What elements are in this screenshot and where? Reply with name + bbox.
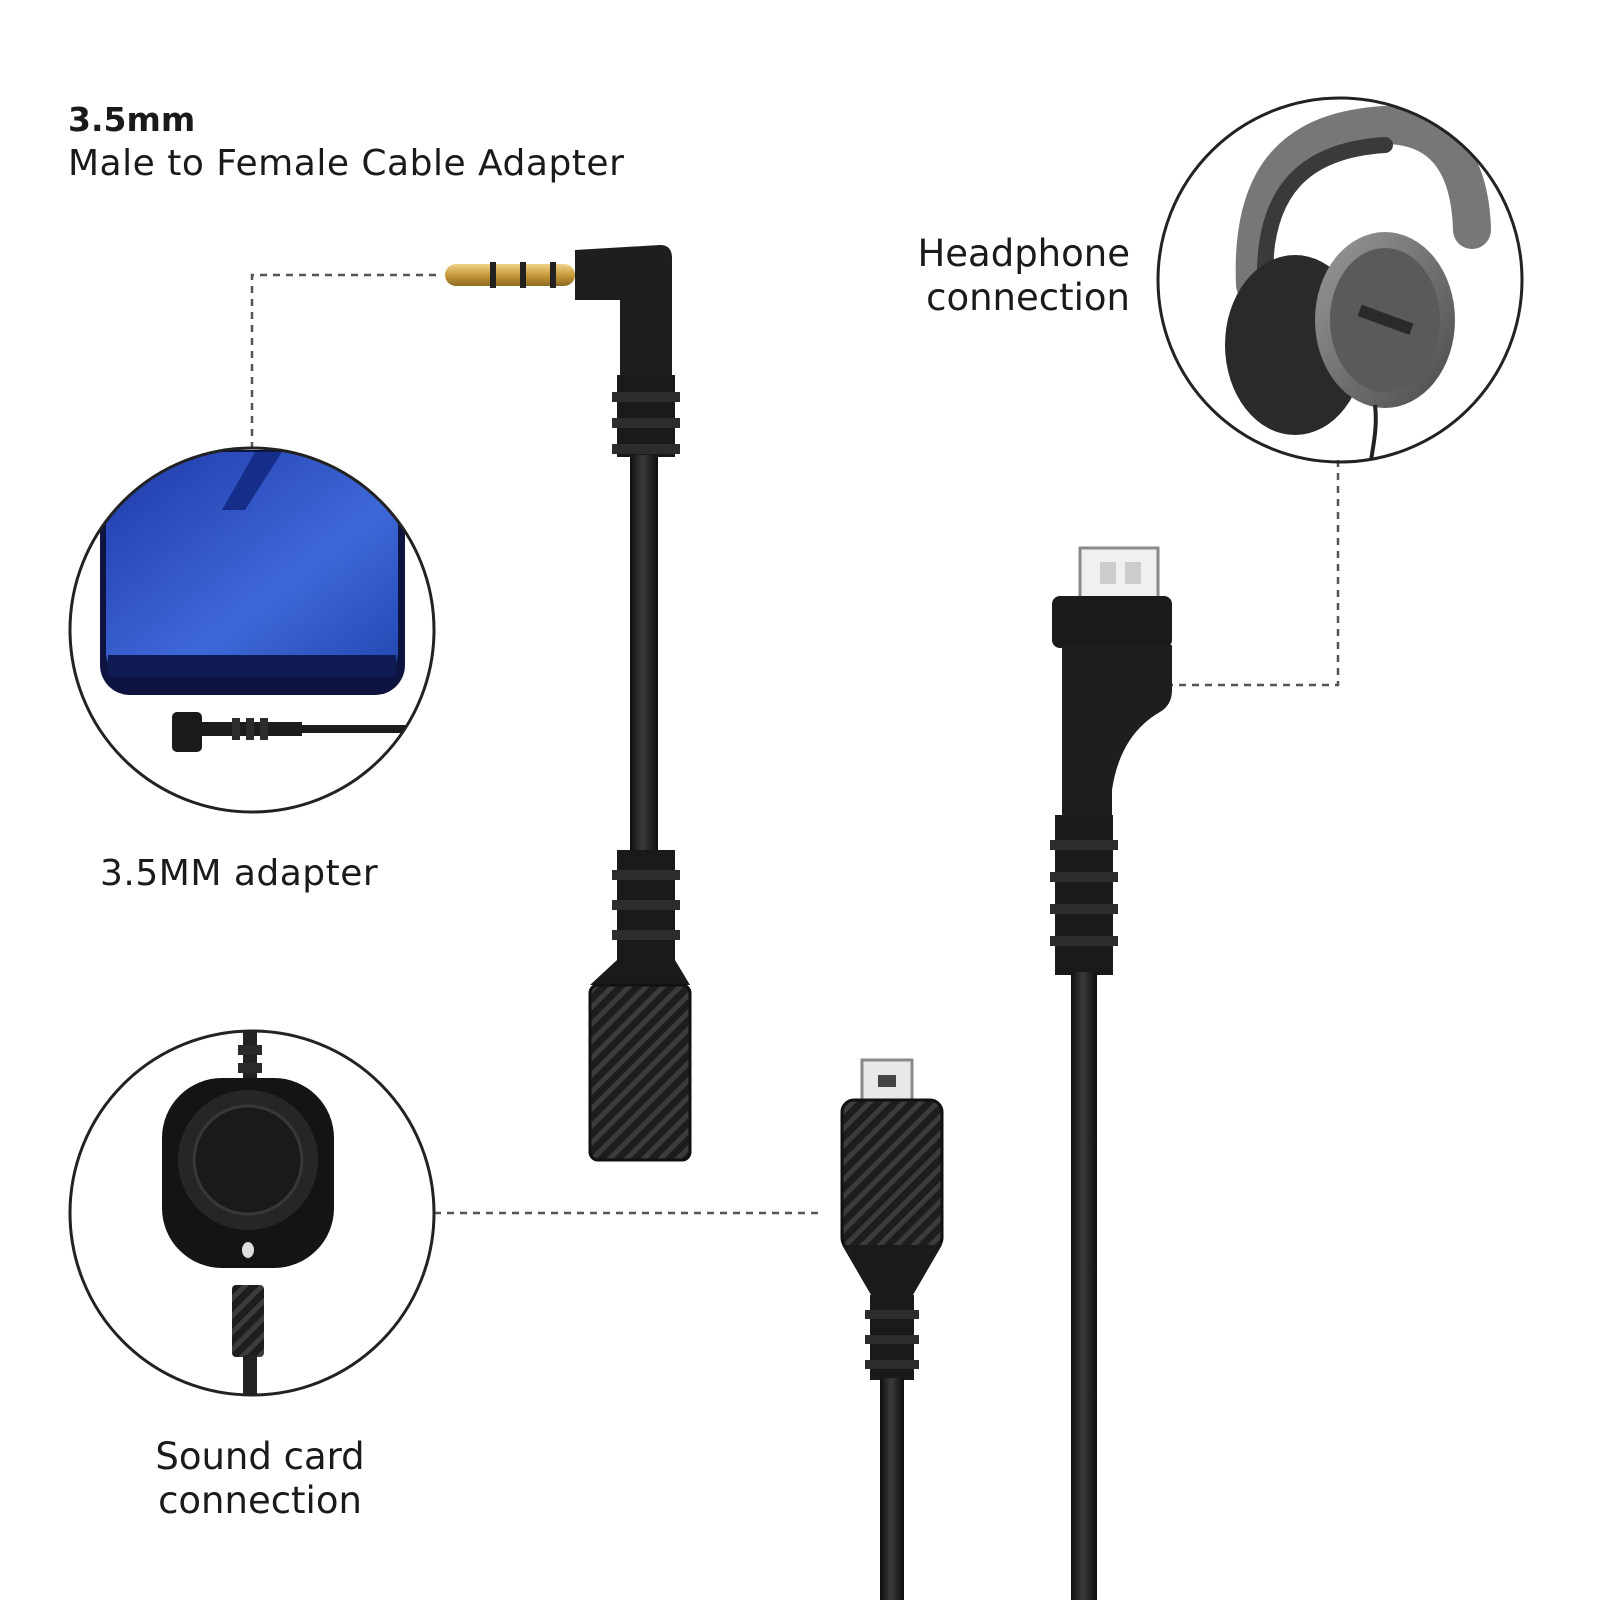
- mini-usb-plug-image: [840, 1058, 944, 1600]
- headset-image: [1156, 96, 1524, 464]
- micro-connector-image: [1050, 546, 1172, 1600]
- headphone-label-line2: connection: [926, 276, 1130, 320]
- dashed-line-plug: [250, 273, 436, 450]
- phone-image: [68, 446, 436, 814]
- audio-plug-image: [445, 245, 692, 1162]
- soundcard-label-line1: Sound card: [155, 1435, 365, 1478]
- headphone-connection-label: Headphone connection: [880, 232, 1130, 321]
- product-title: 3.5mm: [68, 100, 196, 139]
- adapter-label: 3.5MM adapter: [100, 853, 379, 894]
- dashed-line-headphone: [1105, 460, 1340, 687]
- soundcard-label-line2: connection: [158, 1479, 362, 1523]
- dashed-connector-lines: [250, 273, 1340, 1215]
- headphone-label-line1: Headphone: [917, 232, 1130, 275]
- sound-card-connection-label: Sound card connection: [135, 1435, 385, 1524]
- sound-card-remote-image: [68, 1029, 436, 1397]
- product-subtitle: Male to Female Cable Adapter: [68, 143, 625, 184]
